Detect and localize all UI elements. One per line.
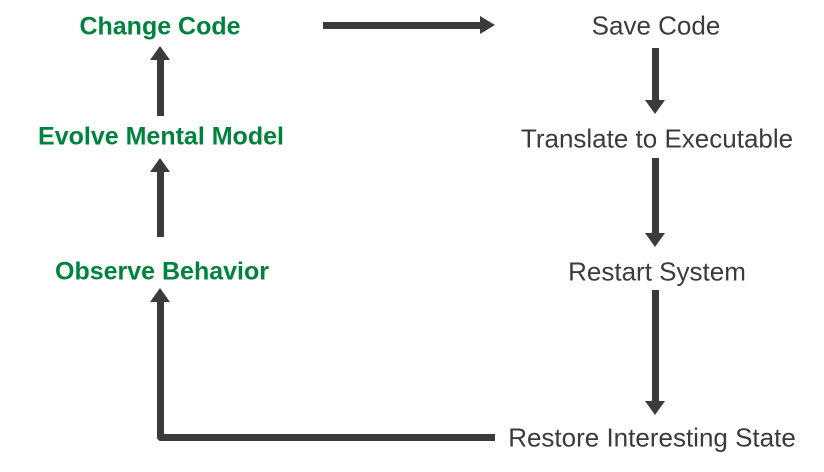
arrow-shaft [652, 290, 659, 402]
arrow-shaft [323, 22, 481, 29]
arrow-shaft [157, 59, 164, 116]
arrowhead-down-icon [645, 233, 665, 247]
arrow-shaft-horizontal [157, 434, 495, 441]
node-evolve-mental-model: Evolve Mental Model [38, 122, 284, 151]
node-restart-system: Restart System [568, 256, 746, 287]
arrow-shaft [652, 158, 659, 234]
node-save-code: Save Code [591, 10, 721, 41]
arrow-shaft-vertical [157, 301, 164, 441]
node-change-code: Change Code [79, 12, 241, 41]
arrowhead-down-icon [645, 100, 665, 114]
arrowhead-up-icon [150, 288, 170, 302]
arrow-shaft [157, 171, 164, 237]
arrowhead-down-icon [645, 401, 665, 415]
arrow-shaft [652, 48, 659, 101]
node-restore-interesting-state: Restore Interesting State [508, 422, 796, 453]
node-observe-behavior: Observe Behavior [55, 257, 269, 286]
node-translate-to-executable: Translate to Executable [520, 123, 794, 154]
arrowhead-up-icon [150, 46, 170, 60]
arrowhead-up-icon [150, 158, 170, 172]
arrowhead-right-icon [480, 16, 495, 34]
